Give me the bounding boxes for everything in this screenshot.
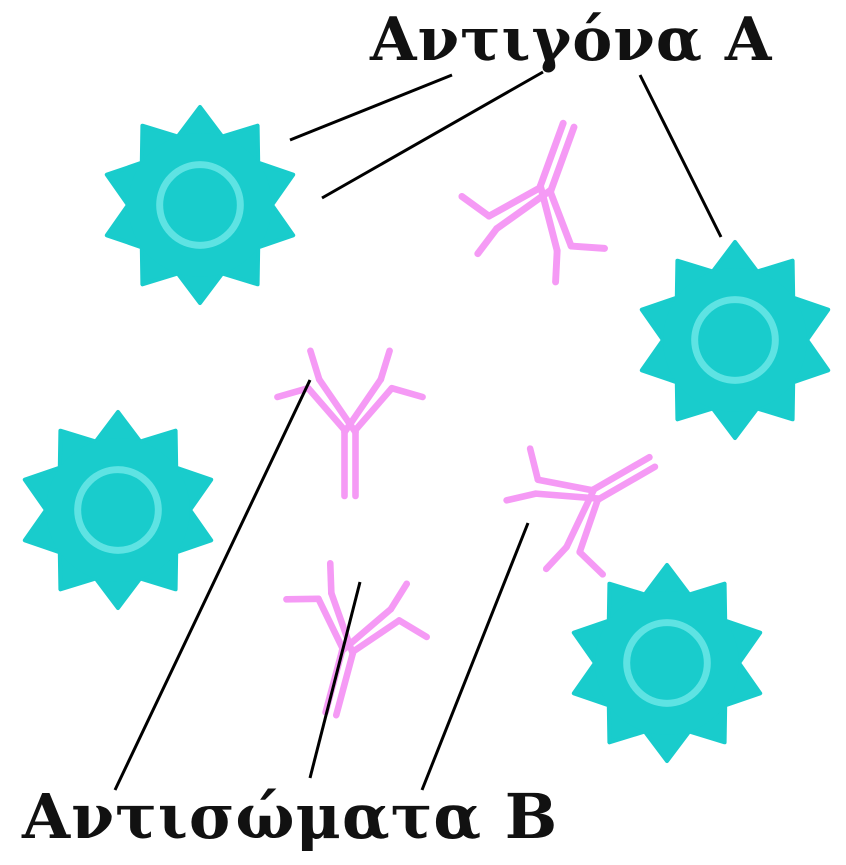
y-shaped-antibody-icon	[490, 399, 688, 597]
leader-line	[640, 75, 721, 237]
y-shaped-antibody-icon	[261, 555, 439, 733]
leader-line	[422, 523, 528, 790]
spiky-cell-icon	[574, 565, 760, 761]
spiky-cell-icon	[642, 242, 828, 438]
y-shaped-antibody-icon	[445, 99, 640, 294]
leader-line	[290, 75, 452, 140]
antigens-label: Αντιγόνα Α	[370, 10, 772, 70]
spiky-cell-icon	[107, 107, 293, 303]
leader-line	[322, 72, 543, 198]
spiky-cell-icon	[25, 412, 211, 608]
antibodies-label: Αντισώματα Β	[22, 786, 558, 848]
y-shaped-antibody-icon	[277, 351, 422, 496]
